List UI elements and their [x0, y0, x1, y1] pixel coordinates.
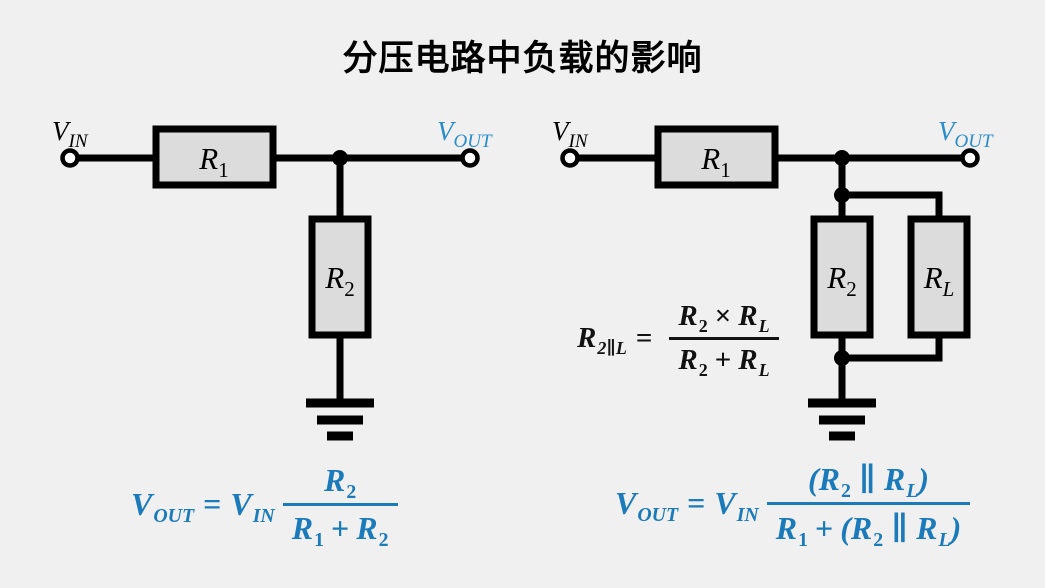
- fraction-numerator: (R2∥RL): [766, 460, 971, 505]
- vin-term: VIN: [714, 485, 759, 527]
- plus-sign: +: [815, 510, 834, 546]
- fraction-denominator: R1+(R2∥RL): [775, 510, 962, 552]
- parallel-sign: ∥: [891, 510, 909, 546]
- resistor-rl-label: RL: [923, 260, 955, 301]
- vin-term: VIN: [230, 486, 275, 528]
- vin-terminal: [560, 148, 580, 168]
- resistor-r1-body: [654, 125, 779, 189]
- ground-symbol: [306, 398, 374, 441]
- parallel-lhs: R2∥L: [577, 322, 627, 358]
- fraction-numerator: R2: [282, 462, 398, 506]
- equals-sign: =: [203, 486, 222, 522]
- vout-term: VOUT: [131, 486, 195, 528]
- vin-label: VIN: [52, 116, 89, 152]
- times-sign: ×: [714, 300, 732, 332]
- junction-dot: [834, 187, 850, 203]
- divider-fraction: (R2∥RL) R1+(R2∥RL): [766, 460, 971, 552]
- vout-label: VOUT: [437, 116, 493, 152]
- fraction-denominator: R2+RL: [678, 344, 770, 380]
- resistor-r2-label: R2: [826, 260, 856, 301]
- circuit-loaded: VIN VOUT R1 R2 RL: [552, 116, 994, 441]
- wire: [842, 334, 943, 362]
- junction-dot: [834, 350, 850, 366]
- plus-sign: +: [331, 510, 350, 546]
- formula-parallel-resistance: R2∥L = R2×RL R2+RL: [577, 300, 779, 380]
- circuit-unloaded: VIN VOUT R1 R2: [52, 116, 493, 441]
- resistor-r1-body: [152, 125, 277, 189]
- diagram-title: 分压电路中负载的影响: [342, 39, 703, 78]
- vout-term: VOUT: [615, 485, 679, 527]
- vout-label: VOUT: [938, 116, 994, 152]
- junction-dot: [834, 150, 850, 166]
- resistor-r1-label: R1: [198, 141, 228, 182]
- vin-terminal: [60, 148, 80, 168]
- resistor-r2-label: R2: [324, 260, 354, 301]
- parallel-fraction: R2×RL R2+RL: [669, 300, 779, 380]
- plus-sign: +: [714, 344, 732, 376]
- junction-dot: [332, 150, 348, 166]
- ground-symbol: [808, 398, 876, 441]
- equals-sign: =: [635, 322, 653, 354]
- parallel-sign: ∥: [858, 461, 876, 497]
- resistor-rl-body: [907, 215, 971, 339]
- divider-fraction: R2 R1+R2: [282, 462, 398, 552]
- vout-terminal: [960, 148, 980, 168]
- resistor-r1-label: R1: [700, 141, 730, 182]
- wire: [842, 191, 943, 222]
- fraction-denominator: R1+R2: [291, 510, 389, 552]
- resistor-r2-body: [308, 215, 372, 339]
- equals-sign: =: [687, 485, 706, 521]
- vout-terminal: [460, 148, 480, 168]
- resistor-r2-body: [810, 215, 874, 339]
- fraction-numerator: R2×RL: [669, 300, 779, 340]
- formula-unloaded-output: VOUT = VIN R2 R1+R2: [131, 462, 398, 552]
- vin-label: VIN: [552, 116, 589, 152]
- formula-loaded-output: VOUT = VIN (R2∥RL) R1+(R2∥RL): [615, 460, 971, 552]
